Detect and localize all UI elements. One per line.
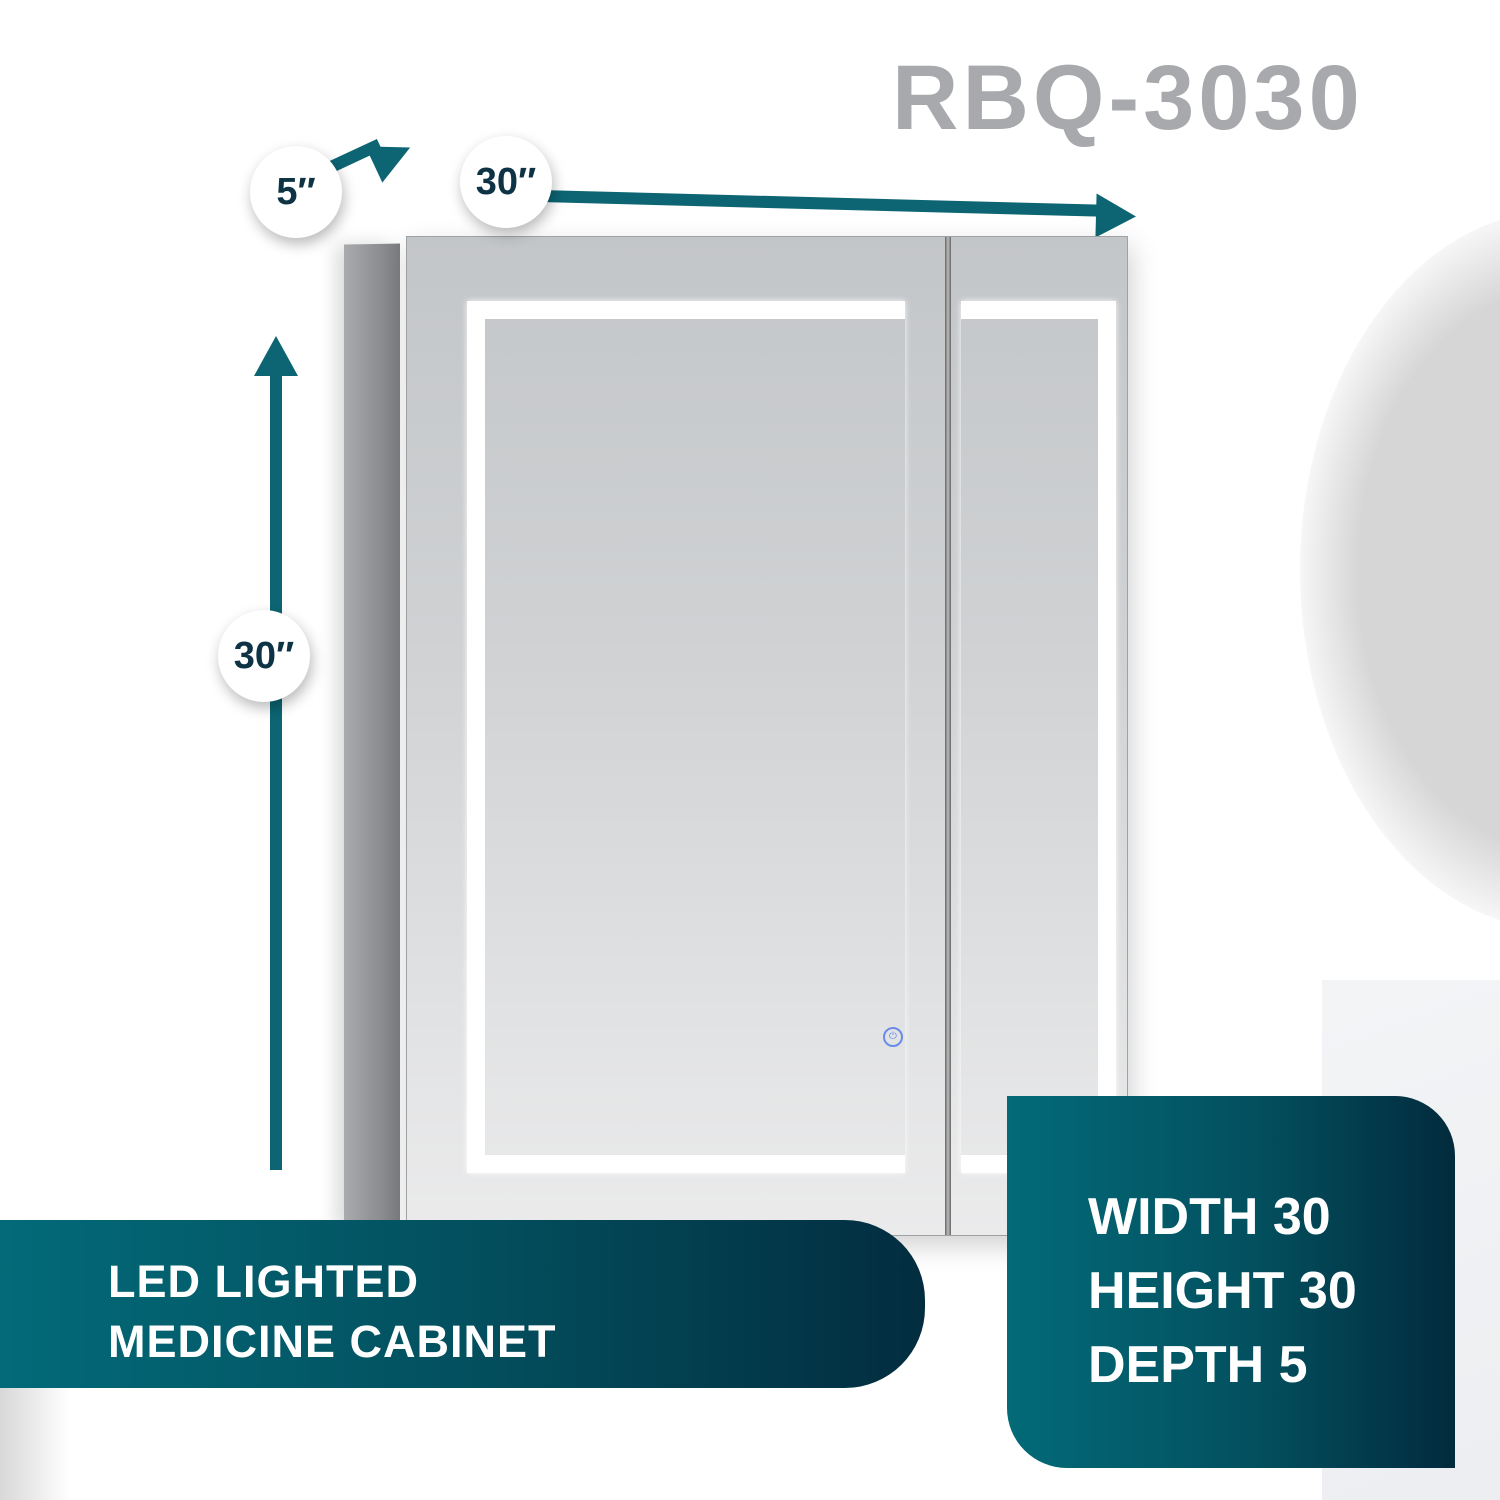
background-left-shade bbox=[0, 1380, 70, 1500]
height-badge: 30″ bbox=[218, 610, 310, 702]
spec-height: HEIGHT 30 bbox=[1088, 1262, 1357, 1320]
spec-banner bbox=[1007, 1096, 1455, 1468]
product-line-2: MEDICINE CABINET bbox=[108, 1316, 557, 1367]
product-banner-text: LED LIGHTED MEDICINE CABINET bbox=[108, 1252, 557, 1372]
spec-banner-text: WIDTH 30 HEIGHT 30 DEPTH 5 bbox=[1088, 1180, 1357, 1402]
cabinet-mirror-face: ⏻ bbox=[406, 236, 1128, 1236]
cabinet-side-panel bbox=[344, 243, 400, 1230]
door-split-line bbox=[945, 237, 951, 1235]
led-light-frame-right bbox=[961, 301, 1116, 1173]
width-arrow-head-icon bbox=[1095, 193, 1137, 239]
height-arrow-line bbox=[270, 370, 282, 1170]
led-light-frame-left bbox=[467, 301, 905, 1173]
width-arrow-line bbox=[539, 190, 1100, 217]
model-title: RBQ-3030 bbox=[892, 47, 1364, 149]
power-touch-icon: ⏻ bbox=[883, 1027, 903, 1047]
product-banner bbox=[0, 1220, 925, 1388]
depth-arrow-head-icon bbox=[365, 129, 419, 183]
background-shadow-blob bbox=[1300, 210, 1500, 930]
width-badge: 30″ bbox=[460, 136, 552, 228]
spec-depth: DEPTH 5 bbox=[1088, 1336, 1308, 1394]
depth-badge: 5″ bbox=[250, 146, 342, 238]
spec-width: WIDTH 30 bbox=[1088, 1188, 1331, 1246]
height-arrow-head-icon bbox=[254, 336, 298, 376]
medicine-cabinet-image: ⏻ bbox=[344, 236, 1128, 1236]
product-line-1: LED LIGHTED bbox=[108, 1256, 419, 1307]
